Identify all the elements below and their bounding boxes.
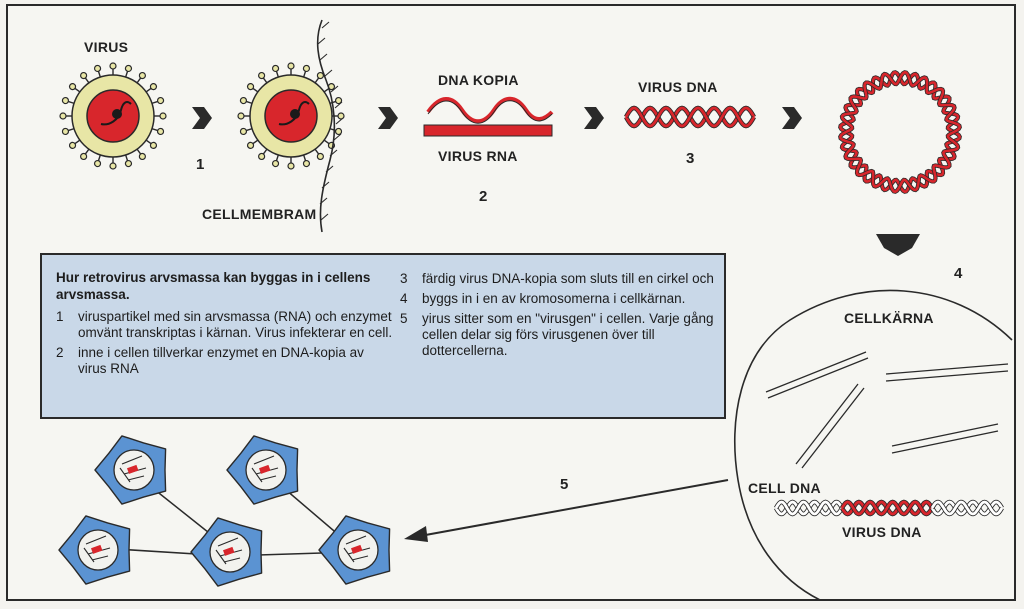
label-cellmembran: CELLMEMBRAM [202,206,317,222]
chromosomes [765,351,1009,469]
dna-copy-strand [426,96,554,124]
arrow-step-1 [192,107,212,129]
step-number-3: 3 [686,150,695,167]
label-virus-dna-top: VIRUS DNA [638,79,718,95]
label-cell-dna: CELL DNA [748,480,821,496]
circular-virus-dna [838,70,962,194]
daughter-cells [58,435,391,587]
caption-left-column: Hur retrovirus arvsmassa kan byggas in i… [56,269,396,381]
cell-membrane [316,19,336,233]
caption-item-number: 3 [400,271,408,286]
arrow-step-2 [378,107,398,129]
cell-nucleus-outline [733,289,1013,601]
virus-particle [59,62,167,170]
caption-title: Hur retrovirus arvsmassa kan byggas in i… [56,270,371,302]
label-dna-kopia: DNA KOPIA [438,72,519,88]
caption-item-number: 1 [56,309,64,324]
step-number-5: 5 [560,476,569,493]
caption-item-number: 5 [400,311,408,326]
virus-rna-strand [423,124,553,137]
caption-right-column: 3 färdig virus DNA-kopia som sluts till … [400,271,720,363]
arrow-down [876,234,920,256]
caption-item-text: byggs in i en av kromosomerna i cellkärn… [422,291,686,306]
step-number-1: 1 [196,156,205,173]
label-virus-dna-bottom: VIRUS DNA [842,524,922,540]
caption-item-number: 2 [56,345,64,360]
step-number-2: 2 [479,188,488,205]
label-cellkarna: CELLKÄRNA [844,310,934,326]
caption-item: 4 byggs in i en av kromosomerna i cellkä… [400,291,720,307]
arrow-step-3 [584,107,604,129]
arrow-step-5-line [419,479,729,537]
caption-item: 1 viruspartikel med sin arvsmassa (RNA) … [56,309,396,341]
integrated-dna [774,499,1004,517]
caption-item: 3 färdig virus DNA-kopia som sluts till … [400,271,720,287]
arrow-step-4 [782,107,802,129]
caption-item-text: yirus sitter som en "virusgen" i cellen.… [422,311,714,358]
label-virus-rna: VIRUS RNA [438,148,518,164]
caption-item-text: inne i cellen tillverkar enzymet en DNA-… [78,345,364,376]
label-virus: VIRUS [84,39,129,55]
step-number-4: 4 [954,265,963,282]
virus-at-membrane [237,62,345,170]
arrow-step-5-head [404,526,428,542]
caption-item: 5 yirus sitter som en "virusgen" i celle… [400,311,720,359]
caption-item-number: 4 [400,291,408,306]
caption-item: 2 inne i cellen tillverkar enzymet en DN… [56,345,396,377]
caption-box: Hur retrovirus arvsmassa kan byggas in i… [40,253,726,419]
caption-item-text: färdig virus DNA-kopia som sluts till en… [422,271,714,286]
caption-item-text: viruspartikel med sin arvsmassa (RNA) oc… [78,309,393,340]
cell-membrane-hatch [317,21,344,221]
virus-dna-helix [624,105,756,129]
